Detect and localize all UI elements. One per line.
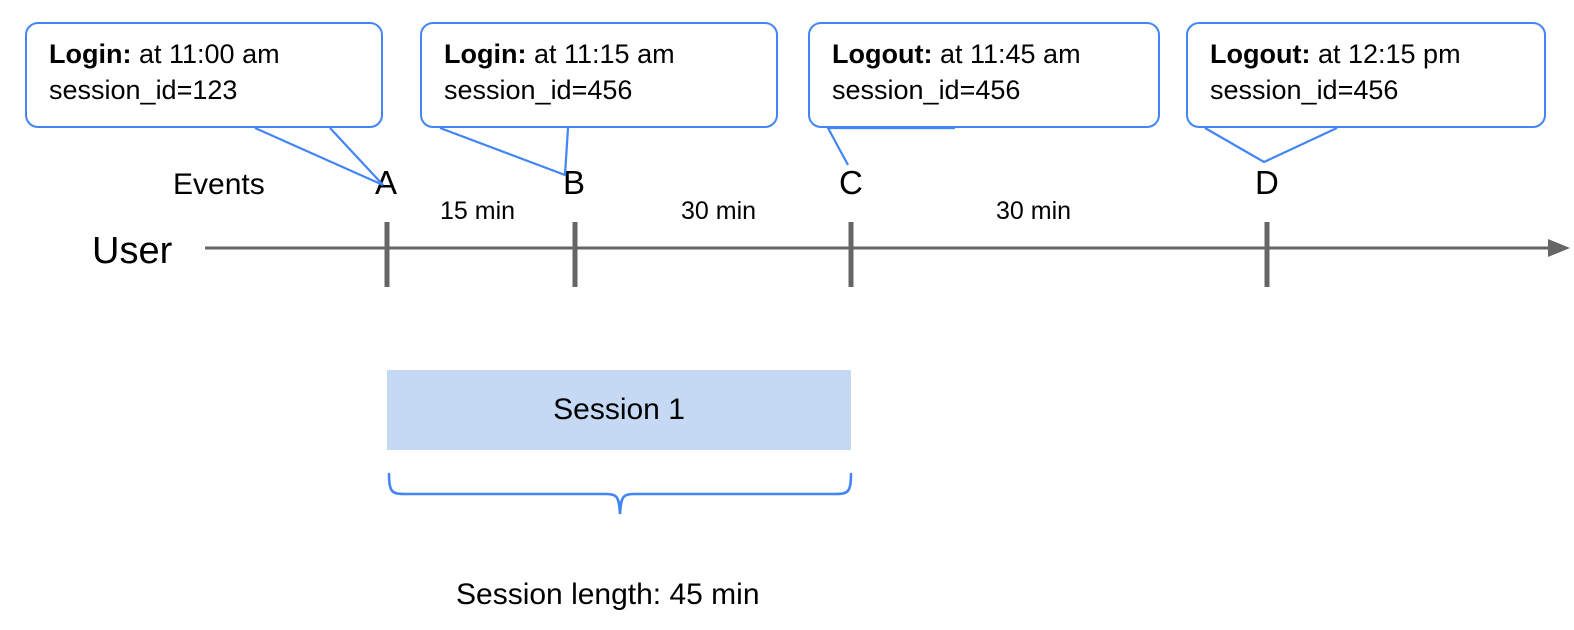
session-brace — [387, 472, 853, 515]
callout-d-pointer — [1204, 127, 1338, 164]
interval-label-bc: 30 min — [681, 197, 757, 225]
events-row-label: Events — [173, 168, 265, 201]
callout-a-time: at 11:00 am — [138, 39, 280, 69]
callout-c-time: at 11:45 am — [939, 39, 1081, 69]
callout-b-type: Login: — [444, 39, 527, 69]
event-callout-d: Logout: at 12:15 pm session_id=456 — [1186, 22, 1546, 128]
callout-a-line2: session_id=123 — [49, 75, 238, 105]
timeline-arrowhead — [1548, 239, 1570, 257]
callout-d-time: at 12:15 pm — [1317, 39, 1461, 69]
callout-b-pointer — [439, 126, 570, 177]
session-bar-label: Session 1 — [553, 393, 685, 426]
callout-b-line1: Login: at 11:15 am — [444, 36, 756, 72]
axis-row-label: User — [92, 230, 173, 272]
tick-label-a: A — [375, 164, 398, 201]
callout-c-line1: Logout: at 11:45 am — [832, 36, 1138, 72]
callout-d-line1: Logout: at 12:15 pm — [1210, 36, 1524, 72]
callout-a-line1: Login: at 11:00 am — [49, 36, 361, 72]
callout-d-line2: session_id=456 — [1210, 75, 1399, 105]
interval-label-ab: 15 min — [440, 197, 516, 225]
callout-b-line2: session_id=456 — [444, 75, 633, 105]
tick-label-b: B — [563, 164, 586, 201]
callout-c-type: Logout: — [832, 39, 933, 69]
callout-a-type: Login: — [49, 39, 132, 69]
event-callout-c: Logout: at 11:45 am session_id=456 — [808, 22, 1160, 128]
interval-label-cd: 30 min — [996, 197, 1072, 225]
tick-label-c: C — [839, 164, 863, 201]
callout-d-type: Logout: — [1210, 39, 1311, 69]
callout-c-pointer — [826, 126, 955, 166]
tick-label-d: D — [1255, 164, 1279, 201]
session-bar: Session 1 — [387, 370, 851, 450]
callout-b-time: at 11:15 am — [533, 39, 675, 69]
event-callout-b: Login: at 11:15 am session_id=456 — [420, 22, 778, 128]
event-callout-a: Login: at 11:00 am session_id=123 — [25, 22, 383, 128]
session-length-label: Session length: 45 min — [456, 578, 760, 611]
callout-a-pointer — [254, 126, 384, 187]
callout-c-line2: session_id=456 — [832, 75, 1021, 105]
